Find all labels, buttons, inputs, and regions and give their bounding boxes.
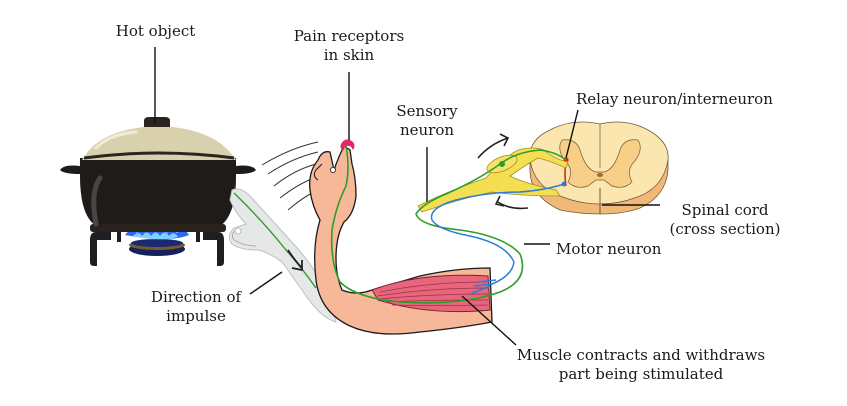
- label-text: Relay neuron/interneuron: [576, 90, 773, 108]
- label-muscle: Muscle contracts and withdraws part bein…: [516, 346, 766, 384]
- label-spinal-cord: Spinal cord (cross section): [660, 201, 790, 239]
- label-sensory-neuron: Sensory neuron: [390, 102, 464, 140]
- label-line-2: neuron: [399, 121, 455, 139]
- impulse-direction-arrows: [477, 133, 529, 210]
- arrow-in-icon: [477, 137, 509, 159]
- label-text: Motor neuron: [556, 240, 662, 258]
- spinal-gray-matter: [559, 139, 641, 188]
- label-relay-neuron: Relay neuron/interneuron: [576, 90, 773, 109]
- pot-handle-left: [60, 165, 80, 174]
- label-line-2: part being stimulated: [558, 365, 724, 383]
- label-line-1: Pain receptors: [293, 27, 405, 45]
- label-line-2: (cross section): [669, 220, 781, 238]
- spinal-cord-cross-section: [529, 121, 669, 215]
- pot-body: [80, 158, 236, 230]
- label-line-1: Spinal cord: [681, 201, 769, 219]
- label-text: Hot object: [115, 22, 196, 40]
- sensory-cell-body: [499, 161, 505, 167]
- arm: [309, 139, 493, 335]
- label-line-1: Sensory: [396, 102, 458, 120]
- stove-grate: [90, 232, 224, 266]
- ghost-arm-previous-position: [228, 188, 337, 323]
- label-line-2: impulse: [166, 307, 226, 325]
- label-hot-object: Hot object: [108, 22, 203, 41]
- arrow-out-icon: [497, 201, 529, 210]
- ghost-sensory-path: [233, 192, 317, 289]
- label-line-2: in skin: [323, 46, 375, 64]
- label-line-1: Muscle contracts and withdraws: [516, 346, 766, 364]
- pot-handle-right: [236, 165, 256, 174]
- pain-receptor: [340, 139, 355, 150]
- motion-lines: [261, 141, 319, 211]
- direction-of-impulse-arrow: [287, 249, 303, 272]
- label-direction-of-impulse: Direction of impulse: [140, 288, 252, 326]
- leader-lines: [154, 47, 660, 346]
- pot-knob: [144, 117, 170, 127]
- label-motor-neuron: Motor neuron: [556, 240, 661, 259]
- label-pain-receptors: Pain receptors in skin: [288, 27, 410, 65]
- motor-neuron-path: [430, 183, 565, 295]
- label-line-1: Direction of: [150, 288, 242, 306]
- hot-pot-on-stove: [60, 117, 256, 266]
